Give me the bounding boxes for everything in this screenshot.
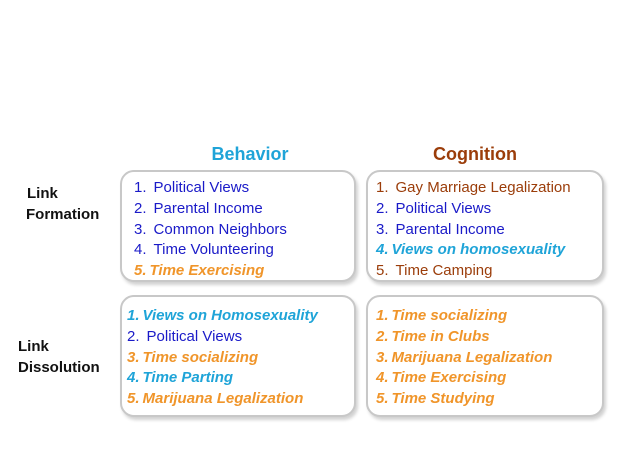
formation-cognition-box: 1. Gay Marriage Legalization 2. Political V… — [366, 170, 604, 282]
cognition-column-header: Cognition — [433, 144, 517, 164]
row-label-link-formation: Link Formation — [26, 183, 100, 225]
list-item-text: Views on Homosexuality — [142, 307, 318, 324]
list-item: 4.Time Exercising — [376, 368, 602, 389]
list-item-text: Views on homosexuality — [391, 241, 566, 259]
row-label-link-dissolution: Link Dissolution — [18, 336, 100, 378]
list-item-number: 4. — [376, 241, 389, 259]
list-item-number: 5. — [376, 390, 389, 408]
list-item-number: 3. — [376, 348, 389, 366]
list-item: 2. Parental Income — [134, 199, 354, 220]
list-item-number: 2. — [376, 199, 389, 217]
list-item-text: Marijuana Legalization — [142, 390, 304, 408]
list-item: 1. Political Views — [134, 178, 354, 199]
list-item: 5.Marijuana Legalization — [127, 389, 354, 410]
list-item-number: 3. — [127, 348, 140, 366]
list-item: 1.Time socializing — [376, 306, 602, 327]
list-item-text: Time socializing — [142, 348, 259, 366]
list-item: 3. Common Neighbors — [134, 220, 354, 241]
list-item-number: 1. — [134, 179, 147, 196]
list-item-number: 4. — [134, 241, 147, 259]
list-item-text: Time Exercising — [391, 369, 507, 387]
list-item-number: 5. — [376, 262, 389, 280]
row-label-line-2: Formation — [26, 206, 100, 223]
list-item-text: Time socializing — [391, 307, 508, 324]
list-item-number: 2. — [134, 199, 147, 217]
list-item-number: 2. — [127, 327, 140, 345]
list-item-text: Political Views — [153, 179, 250, 196]
list-item: 1. Gay Marriage Legalization — [376, 178, 602, 199]
list-item: 1.Views on Homosexuality — [127, 306, 354, 327]
list-item-number: 5. — [127, 390, 140, 408]
row-label-line-1: Link — [27, 185, 58, 202]
row-label-line-2: Dissolution — [18, 359, 100, 376]
list-item: 4. Time Volunteering — [134, 240, 354, 261]
list-item-text: Political Views — [146, 327, 243, 345]
list-item: 3. Parental Income — [376, 220, 602, 241]
list-item-text: Time Exercising — [149, 262, 265, 280]
list-item-number: 3. — [134, 220, 147, 238]
row-label-line-1: Link — [18, 338, 49, 355]
list-item: 2.Time in Clubs — [376, 327, 602, 348]
list-item-text: Common Neighbors — [153, 220, 287, 238]
list-item-number: 3. — [376, 220, 389, 238]
list-item-text: Gay Marriage Legalization — [395, 179, 571, 196]
list-item: 4.Time Parting — [127, 368, 354, 389]
list-item: 5.Time Studying — [376, 389, 602, 410]
list-item-text: Time Parting — [142, 369, 234, 387]
list-item: 4.Views on homosexuality — [376, 240, 602, 261]
list-item-text: Time Camping — [395, 262, 493, 280]
list-item: 5.Time Exercising — [134, 261, 354, 282]
list-item-text: Political Views — [395, 199, 492, 217]
list-item-number: 1. — [376, 179, 389, 196]
formation-behavior-box: 1. Political Views 2. Parental Income 3. Comm… — [120, 170, 356, 282]
list-item-number: 4. — [127, 369, 140, 387]
list-item: 2. Political Views — [127, 327, 354, 348]
list-item-text: Time in Clubs — [391, 327, 490, 345]
behavior-column-header: Behavior — [211, 144, 289, 164]
list-item: 3.Time socializing — [127, 348, 354, 369]
list-item-text: Marijuana Legalization — [391, 348, 553, 366]
list-item: 5. Time Camping — [376, 261, 602, 282]
list-item-text: Time Studying — [391, 390, 495, 408]
list-item-number: 5. — [134, 262, 147, 280]
list-item-number: 1. — [376, 307, 389, 324]
list-item-number: 4. — [376, 369, 389, 387]
list-item: 2. Political Views — [376, 199, 602, 220]
list-item: 3.Marijuana Legalization — [376, 348, 602, 369]
list-item-number: 1. — [127, 307, 140, 324]
list-item-text: Parental Income — [153, 199, 263, 217]
list-item-text: Time Volunteering — [153, 241, 274, 259]
list-item-number: 2. — [376, 327, 389, 345]
list-item-text: Parental Income — [395, 220, 505, 238]
